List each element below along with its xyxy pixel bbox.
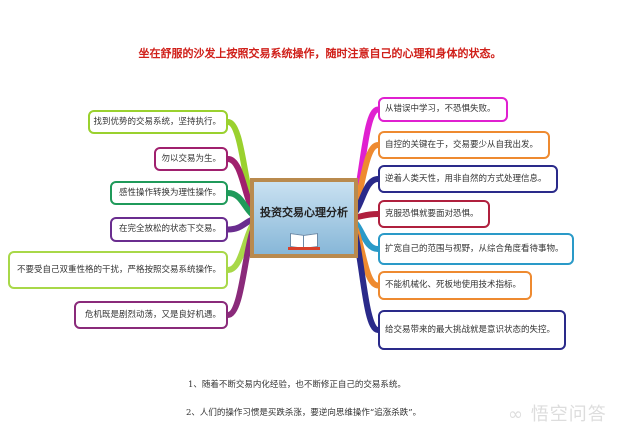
note-2: 2、人们的操作习惯是买跌杀涨，要逆向思维操作“追涨杀跌”。 <box>186 408 422 418</box>
left-node: 感性操作转换为理性操作。 <box>110 181 228 205</box>
node-text: 找到优势的交易系统，坚持执行。 <box>93 116 221 127</box>
node-text: 不要受自己双重性格的干扰，严格按照交易系统操作。 <box>16 264 221 275</box>
right-node: 不能机械化、死板地使用技术指标。 <box>378 271 532 300</box>
left-node: 危机既是剧烈动荡，又是良好机遇。 <box>74 301 228 329</box>
left-node: 找到优势的交易系统，坚持执行。 <box>88 110 228 134</box>
right-node: 逆着人类天性，用非自然的方式处理信息。 <box>378 165 558 193</box>
right-node: 从错误中学习，不恐惧失败。 <box>378 97 508 122</box>
node-text: 克服恐惧就要面对恐惧。 <box>385 208 479 219</box>
central-topic-label: 投资交易心理分析 <box>260 206 348 219</box>
central-topic-board: 投资交易心理分析 <box>250 178 358 258</box>
node-text: 扩宽自己的范围与视野，从综合角度看待事物。 <box>385 243 564 254</box>
note-1: 1、随着不断交易内化经验，也不断修正自己的交易系统。 <box>188 380 406 390</box>
node-text: 勿以交易为生。 <box>161 153 221 164</box>
node-text: 自控的关键在于，交易要少从自我出发。 <box>385 139 539 150</box>
left-node: 在完全放松的状态下交易。 <box>110 217 228 242</box>
node-text: 不能机械化、死板地使用技术指标。 <box>385 280 522 290</box>
book-icon <box>288 232 320 250</box>
right-node: 给交易带来的最大挑战就是意识状态的失控。 <box>378 310 566 350</box>
node-text: 从错误中学习，不恐惧失败。 <box>385 104 496 114</box>
left-node: 勿以交易为生。 <box>154 147 228 171</box>
node-text: 在完全放松的状态下交易。 <box>118 224 221 234</box>
right-node: 自控的关键在于，交易要少从自我出发。 <box>378 131 550 159</box>
left-node: 不要受自己双重性格的干扰，严格按照交易系统操作。 <box>8 251 228 289</box>
node-text: 给交易带来的最大挑战就是意识状态的失控。 <box>385 324 556 335</box>
node-text: 感性操作转换为理性操作。 <box>118 187 221 198</box>
watermark: ∞ 悟空问答 <box>508 404 607 425</box>
diagram-title: 坐在舒服的沙发上按照交易系统操作，随时注意自己的心理和身体的状态。 <box>138 47 502 60</box>
node-text: 危机既是剧烈动荡，又是良好机遇。 <box>84 309 221 320</box>
right-node: 克服恐惧就要面对恐惧。 <box>378 200 490 228</box>
node-text: 逆着人类天性，用非自然的方式处理信息。 <box>385 173 547 184</box>
right-node: 扩宽自己的范围与视野，从综合角度看待事物。 <box>378 233 574 265</box>
